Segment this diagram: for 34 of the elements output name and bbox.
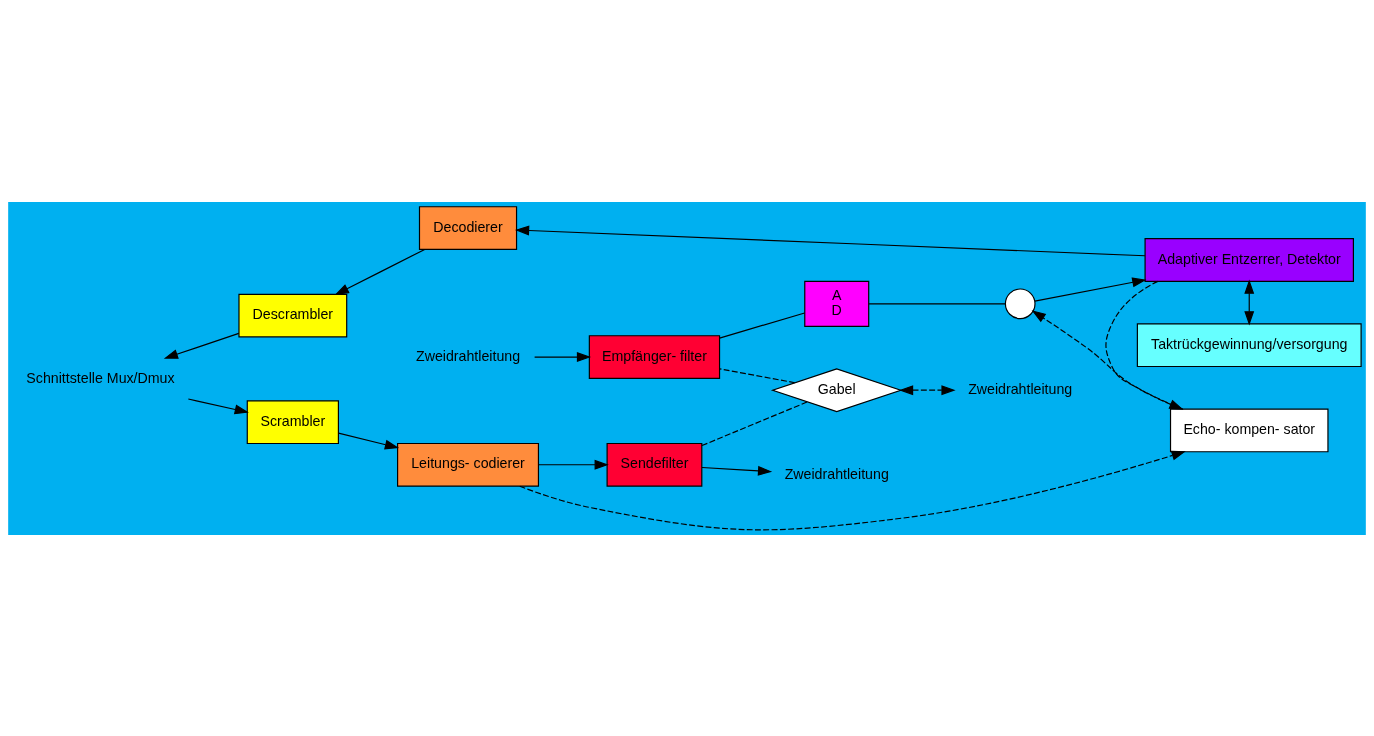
arrow xyxy=(187,397,249,414)
connector xyxy=(719,311,806,339)
connector xyxy=(868,302,1006,304)
arrow xyxy=(519,450,1186,530)
node-box: A D xyxy=(804,280,870,327)
node-box: Echo- kompen- sator xyxy=(1169,408,1329,452)
arrow xyxy=(701,465,773,476)
node-box: Empfänger- filter xyxy=(588,334,721,379)
arrow xyxy=(1031,309,1184,410)
connector xyxy=(701,400,808,446)
node-box: Descrambler xyxy=(238,293,348,338)
node-text: Zweidrahtleitung xyxy=(415,347,521,364)
arrow xyxy=(534,351,592,362)
node-text: Zweidrahtleitung xyxy=(784,465,889,482)
node-box: Adaptiver Entzerrer, Detektor xyxy=(1144,237,1354,282)
node-box: Sendefilter xyxy=(606,442,703,487)
arrow xyxy=(538,459,609,470)
node-circle xyxy=(1004,287,1036,319)
connector xyxy=(719,367,796,383)
node-box: Leitungs- codierer xyxy=(397,442,540,487)
arrow xyxy=(337,432,400,449)
arrow xyxy=(1244,279,1255,325)
arrow xyxy=(1034,276,1147,302)
node-diamond: Gabel xyxy=(770,367,903,412)
node-box: Decodierer xyxy=(418,205,518,250)
node-box: Scrambler xyxy=(246,399,339,444)
node-box: Taktrückgewinnung/versorgung xyxy=(1136,322,1362,367)
node-text: Zweidrahtleitung xyxy=(968,380,1073,397)
node-text: Schnittstelle Mux/Dmux xyxy=(26,369,175,386)
arrow xyxy=(514,225,1146,256)
arrow xyxy=(898,384,956,395)
arrow xyxy=(334,248,426,295)
arrow xyxy=(163,332,240,359)
arrow xyxy=(1105,280,1184,410)
